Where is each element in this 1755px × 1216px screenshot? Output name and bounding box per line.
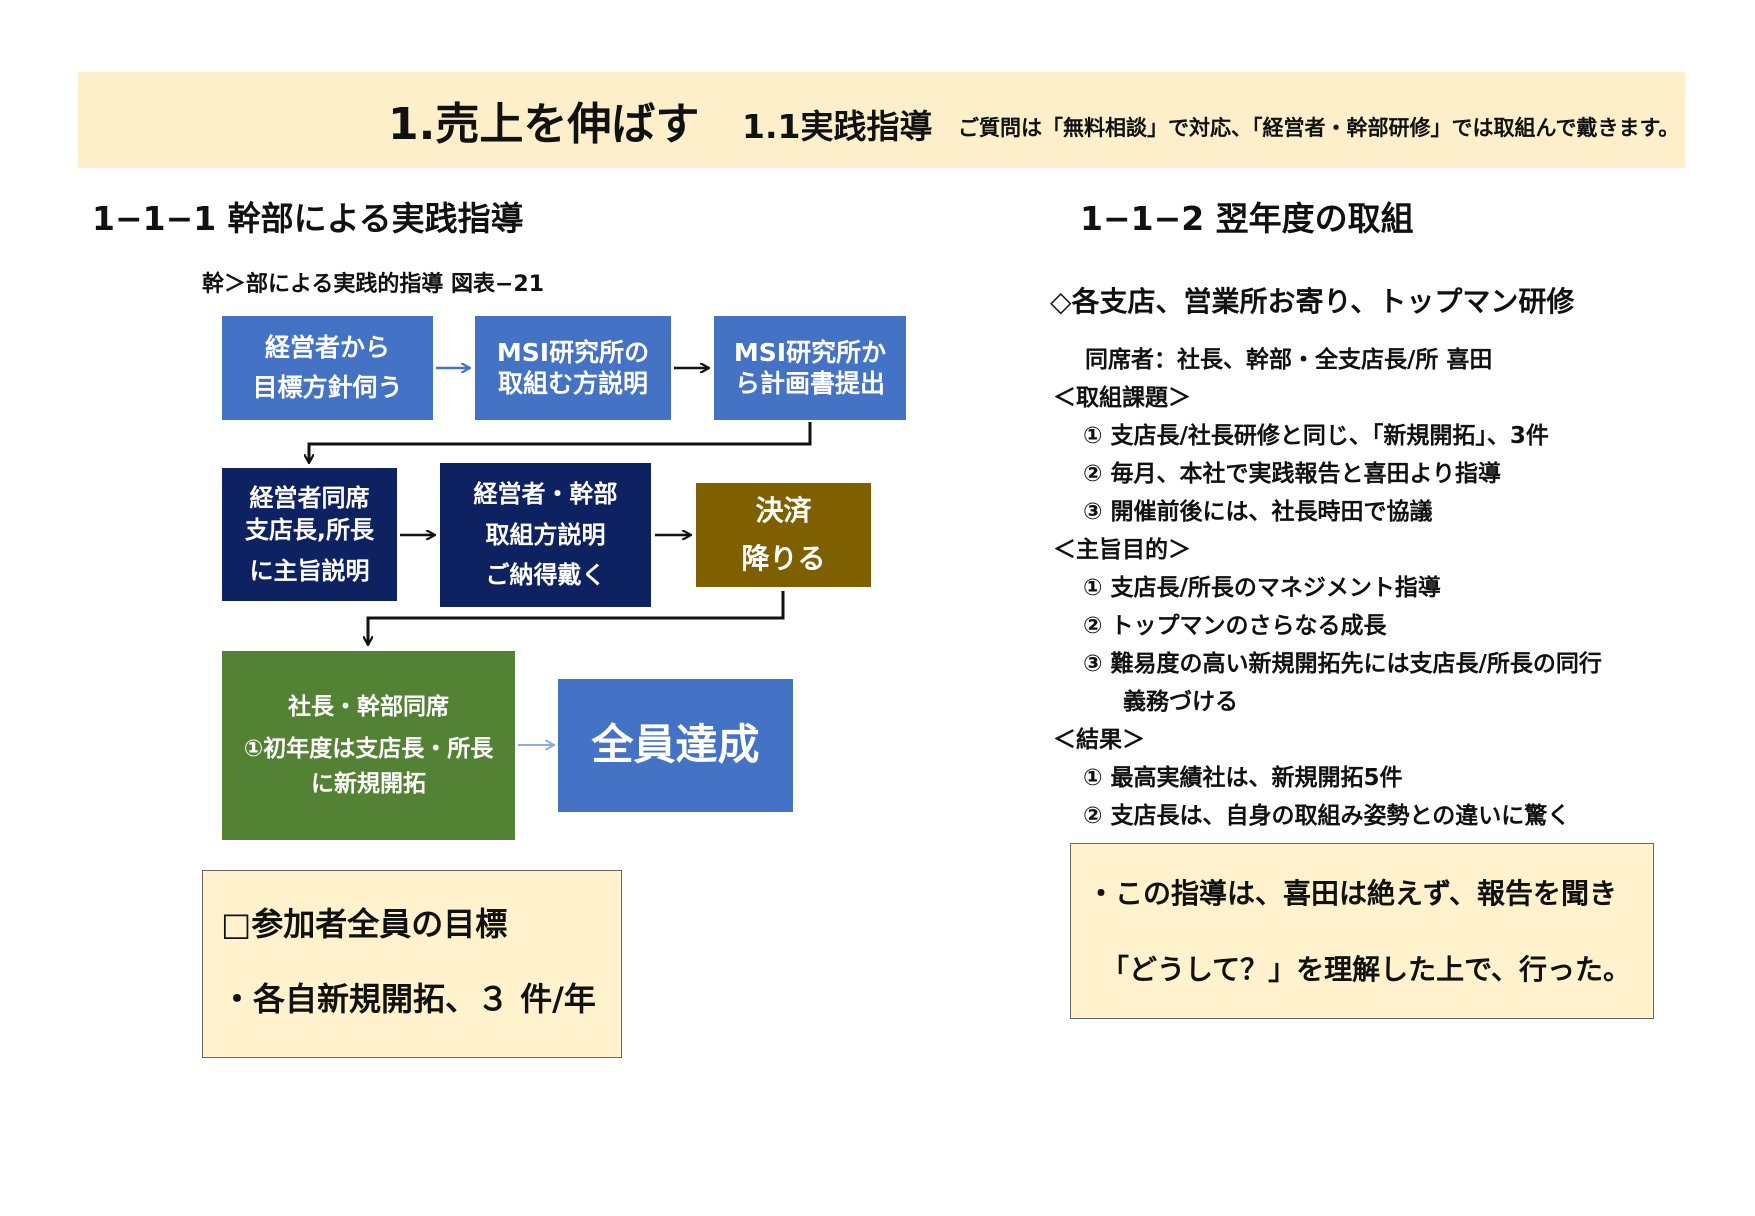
flow-box-6-line: 決済	[755, 494, 812, 528]
list-item: ① 支店長/所長のマネジメント指導	[1083, 575, 1441, 601]
result-note-box: ・この指導は、喜田は絶えず、報告を聞き 「どうして？」を理解した上で、行った。	[1070, 843, 1654, 1019]
header-band	[78, 72, 1685, 168]
list-item: ② 毎月、本社で実践報告と喜田より指導	[1083, 461, 1502, 487]
right-heading: ◇各支店、営業所お寄り、トップマン研修	[1050, 285, 1575, 318]
attendees-line: 同席者：社長、幹部・全支店長/所 喜田	[1085, 347, 1493, 373]
flow-box-8: 全員達成	[558, 679, 793, 812]
list-item: ① 最高実績社は、新規開拓5件	[1083, 765, 1403, 791]
flow-box-1-line: 経営者から	[264, 333, 390, 362]
flow-box-7: 社長・幹部同席 ①初年度は支店長・所長 に新規開拓	[222, 651, 515, 840]
flow-box-1-line: 目標方針伺う	[252, 373, 403, 402]
list-item: ② 支店長は、自身の取組み姿勢との違いに驚く	[1083, 803, 1571, 829]
flow-box-3-line: ら計画書提出	[734, 369, 885, 398]
goal-box-item: ・各自新規開拓、３ 件/年	[221, 980, 596, 1018]
left-section-title: 1−1−1 幹部による実践指導	[92, 199, 524, 238]
list-item: ③ 開催前後には、社長時田で協議	[1083, 499, 1433, 525]
list-item: ③ 難易度の高い新規開拓先には支店長/所長の同行	[1083, 651, 1602, 677]
flow-box-6: 決済 降りる	[696, 483, 871, 587]
flow-box-1: 経営者から 目標方針伺う	[222, 316, 433, 420]
flow-box-4-line: 経営者同席	[249, 483, 370, 512]
page-subtitle: 1.1実践指導	[742, 107, 933, 146]
goal-box-heading: □参加者全員の目標	[221, 905, 508, 943]
flow-box-8-label: 全員達成	[591, 720, 760, 770]
flow-box-5-line: ご納得戴く	[485, 561, 606, 590]
flow-box-4-line: に主旨説明	[249, 556, 370, 585]
flow-box-7-line: 社長・幹部同席	[288, 693, 449, 720]
flow-box-7-line: に新規開拓	[311, 770, 426, 797]
flow-box-4: 経営者同席 支店長,所長 に主旨説明	[222, 468, 397, 601]
goal-box: □参加者全員の目標 ・各自新規開拓、３ 件/年	[202, 870, 622, 1058]
flow-box-3: MSI研究所か ら計画書提出	[714, 316, 906, 420]
flow-box-4-line: 支店長,所長	[244, 516, 375, 545]
section-label-purpose: ＜主旨目的＞	[1053, 537, 1191, 563]
result-note-line-2: 「どうして？」を理解した上で、行った。	[1101, 953, 1632, 986]
list-item-continuation: 義務づける	[1123, 689, 1238, 715]
list-item: ② トップマンのさらなる成長	[1083, 613, 1387, 639]
section-label-results: ＜結果＞	[1053, 727, 1145, 753]
right-section-title: 1−1−2 翌年度の取組	[1080, 199, 1414, 238]
flow-box-6-line: 降りる	[741, 542, 826, 575]
flow-box-2-line: MSI研究所の	[496, 337, 650, 367]
section-label-tasks: ＜取組課題＞	[1053, 385, 1191, 411]
header-note: ご質問は「無料相談」で対応、「経営者・幹部研修」では取組んで戴きます。	[958, 116, 1680, 140]
arrow-6-to-7	[368, 591, 785, 644]
arrow-3-to-4	[309, 422, 812, 462]
flow-box-5: 経営者・幹部 取組方説明 ご納得戴く	[440, 463, 651, 607]
page-title: 1.売上を伸ばす	[388, 99, 700, 150]
flow-box-2-line: 取組む方説明	[497, 369, 648, 398]
figure-caption: 幹＞部による実践的指導 図表−21	[202, 272, 545, 297]
result-note-line-1: ・この指導は、喜田は絶えず、報告を聞き	[1087, 877, 1618, 910]
flow-box-5-line: 経営者・幹部	[473, 479, 618, 508]
flow-box-2: MSI研究所の 取組む方説明	[475, 316, 671, 420]
flow-box-3-line: MSI研究所か	[733, 337, 887, 367]
flow-box-5-line: 取組方説明	[485, 520, 606, 549]
flow-box-7-line: ①初年度は支店長・所長	[243, 736, 494, 763]
list-item: ① 支店長/社長研修と同じ、「新規開拓」、3件	[1083, 423, 1549, 449]
